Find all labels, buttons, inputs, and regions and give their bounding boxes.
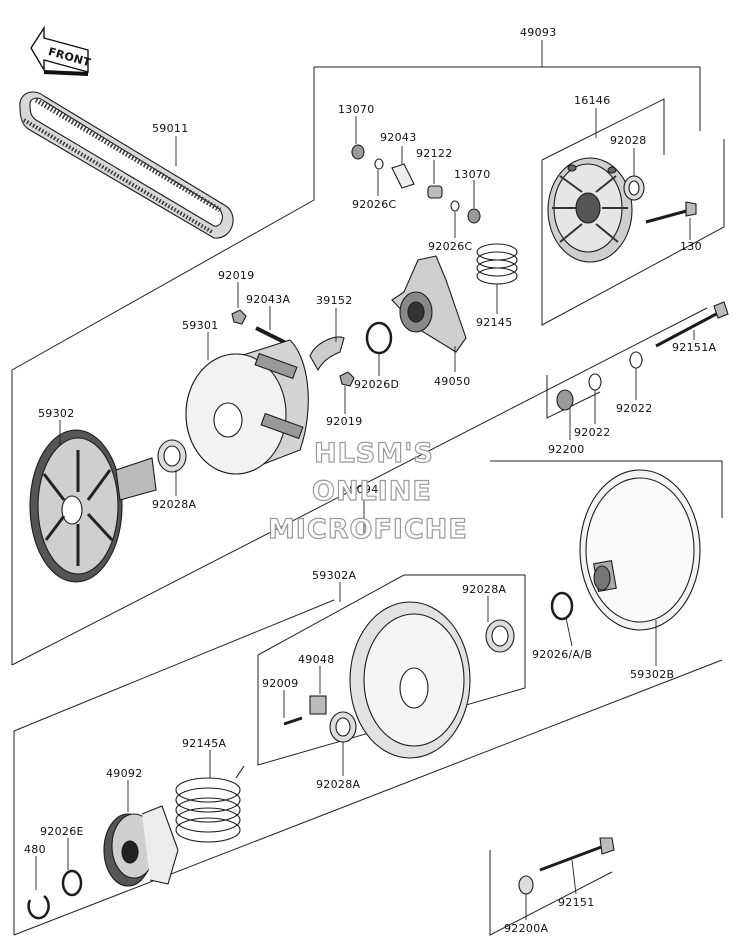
frame-drive-clutch-right: [11, 307, 708, 666]
label-16146: 16146: [574, 94, 611, 107]
leader-lines: [35, 40, 695, 920]
frame-drive-clutch: [314, 66, 701, 131]
fixed-sheave-59302: [29, 429, 157, 583]
frame-drive-clutch-left: [11, 67, 315, 665]
driven-sheave-59302a: [349, 601, 471, 759]
label-92151a: 92151A: [672, 341, 716, 354]
label-92019-a: 92019: [218, 269, 255, 282]
front-arrow-icon: FRONT: [30, 25, 92, 76]
label-92026c-b: 92026C: [428, 240, 472, 253]
label-13070-a: 13070: [338, 103, 375, 116]
label-59301: 59301: [182, 319, 219, 332]
spider-49050: [391, 255, 467, 353]
label-49094: 49094: [342, 483, 379, 496]
label-92043: 92043: [380, 131, 417, 144]
nut-92019-b: [339, 371, 355, 387]
slider-49048: [309, 695, 327, 715]
snap-ring-480: [27, 895, 50, 920]
movable-sheave-59301: [185, 339, 309, 475]
label-480: 480: [24, 843, 46, 856]
nut-92019-a: [231, 309, 247, 325]
frame-cover-2: [541, 139, 725, 326]
bushing-92028: [623, 175, 645, 201]
label-49050: 49050: [434, 375, 471, 388]
label-92026c-a: 92026C: [352, 198, 396, 211]
washer-92022-b: [588, 373, 602, 391]
roller-13070-a: [351, 144, 365, 160]
label-92122: 92122: [416, 147, 453, 160]
cam-49092: [103, 805, 179, 887]
washer-92026d: [365, 321, 393, 355]
frame-driven-clutch: [490, 460, 723, 518]
watermark: HLSM'S ONLINE MICROFICHE: [267, 437, 468, 545]
label-49092: 49092: [106, 767, 143, 780]
label-49093: 49093: [520, 26, 557, 39]
washer-92026e: [61, 869, 83, 897]
bolt-92151a: [655, 301, 729, 348]
label-92026d: 92026D: [354, 378, 399, 391]
label-92145: 92145: [476, 316, 513, 329]
label-130: 130: [680, 240, 702, 253]
label-92200: 92200: [548, 443, 585, 456]
label-92151: 92151: [558, 896, 595, 909]
label-13070-b: 13070: [454, 168, 491, 181]
label-92019-b: 92019: [326, 415, 363, 428]
label-92043a: 92043A: [246, 293, 290, 306]
weight-39152: [309, 336, 345, 372]
roller-13070-b: [467, 208, 481, 224]
washer-92026c-a: [374, 158, 384, 170]
bushing-92028a-left: [157, 439, 187, 473]
label-92009: 92009: [262, 677, 299, 690]
label-59302b: 59302B: [630, 668, 674, 681]
label-92145a: 92145A: [182, 737, 226, 750]
spring-92145a: [175, 765, 245, 843]
screw-92009: [283, 716, 303, 726]
frame-driven-clutch-2: [13, 659, 723, 936]
bushing-92028a-lower: [329, 711, 357, 743]
label-92028a-a: 92028A: [152, 498, 196, 511]
pin-92043: [391, 163, 415, 189]
watermark-line-3: MICROFICHE: [268, 514, 468, 545]
clutch-cover-16146: [547, 157, 633, 263]
label-39152: 39152: [316, 294, 353, 307]
drive-belt-59011: [19, 91, 234, 239]
label-59302: 59302: [38, 407, 75, 420]
label-92022-a: 92022: [616, 402, 653, 415]
label-92022-b: 92022: [574, 426, 611, 439]
label-92028: 92028: [610, 134, 647, 147]
frame-cover: [541, 98, 665, 161]
washer-92026-a-b: [550, 591, 574, 621]
bolt-130: [645, 201, 697, 224]
driven-sheave-59302b: [579, 469, 701, 631]
label-92028a-b: 92028A: [462, 583, 506, 596]
label-92028a-c: 92028A: [316, 778, 360, 791]
label-92026-a-b: 92026/A/B: [532, 648, 592, 661]
part-labels: 49093 59011 13070 92043 92122 13070 1614…: [24, 26, 716, 935]
frame-bolt: [489, 850, 613, 936]
washer-92200a: [518, 875, 534, 895]
label-92200a: 92200A: [504, 922, 548, 935]
watermark-line-2: ONLINE: [312, 476, 432, 507]
bushing-92028a-upper: [485, 619, 515, 653]
frame-driven-clutch-left: [13, 599, 335, 935]
bushing-92122: [427, 185, 443, 199]
label-59011: 59011: [152, 122, 189, 135]
frame-cam: [257, 574, 526, 766]
bolt-92151: [539, 837, 615, 872]
spring-92145: [476, 243, 518, 285]
watermark-line-1: HLSM'S: [314, 438, 434, 469]
label-59302a: 59302A: [312, 569, 356, 582]
washer-92026c-b: [450, 200, 460, 212]
frame-washers: [546, 375, 601, 419]
washer-92200: [556, 389, 574, 411]
label-92026e: 92026E: [40, 825, 84, 838]
washer-92022-a: [629, 351, 643, 369]
label-49048: 49048: [298, 653, 335, 666]
